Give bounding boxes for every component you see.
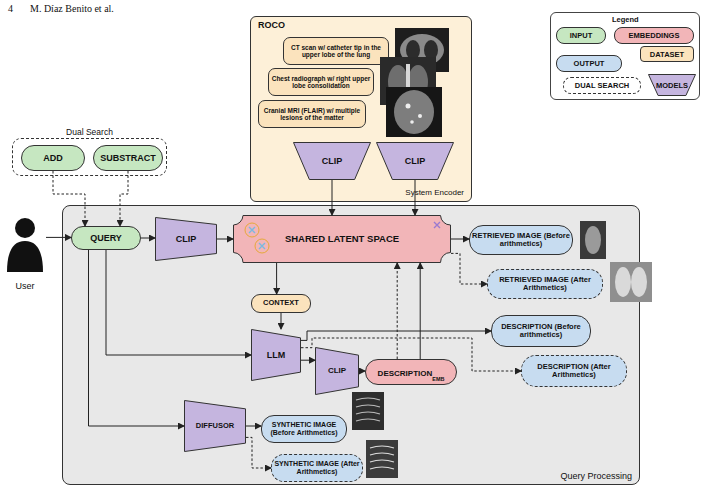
node-label: SYNTHETIC IMAGE (Before Arithmetics): [264, 421, 344, 437]
node-label: Chest radiograph w/ right upper lobe con…: [271, 75, 371, 90]
legend-sample: MODELS: [648, 74, 696, 96]
context-box: CONTEXT: [251, 294, 311, 313]
trapezoid: [185, 401, 246, 452]
dataset-container: ROCO System Encoder CT scan w/ catheter ti…: [250, 16, 472, 202]
language-model: LLM: [251, 329, 301, 381]
node-label: User: [4, 281, 46, 291]
legend-swatch: OUTPUT: [556, 55, 622, 72]
encoder-model: CLIP: [376, 142, 454, 180]
node-label: RETRIEVED IMAGE (Before arithmetics): [472, 232, 570, 249]
embedding-box: DESCRIPTIONEMB: [365, 359, 457, 385]
notched-rectangle: [234, 216, 451, 263]
input-box: QUERY: [71, 226, 141, 250]
input-box: ADD: [21, 145, 85, 171]
trapezoid: [649, 75, 696, 96]
legend-sample: DUAL SEARCH: [563, 77, 641, 94]
node-label: ROCO: [258, 20, 285, 30]
node-label: CONTEXT: [263, 299, 299, 307]
node-label: Query Processing: [560, 471, 632, 481]
legend-label: DATASET: [650, 50, 684, 59]
shape-outline: [4, 214, 46, 292]
node-label: CLIP: [405, 156, 426, 166]
node-label: SYNTHETIC IMAGE (After Arithmetics): [274, 460, 360, 476]
node-label: DIFFUSOR: [196, 422, 234, 430]
node-label: DESCRIPTION (Before arithmetics): [494, 323, 588, 340]
node-label: LLM: [267, 350, 286, 360]
encoder-model: CLIP: [293, 142, 371, 180]
node-label: DESCRIPTION: [378, 369, 433, 378]
user-body: [7, 241, 43, 272]
node-label: SUBSTRACT: [100, 153, 156, 163]
node-label: CLIP: [328, 367, 346, 376]
processing-container: Query Processing QUERY CLIP SHARED LATENT S…: [62, 205, 640, 485]
node-label: Dual Search: [13, 128, 166, 138]
dual-search-group: Dual SearchADDSUBSTRACT: [12, 138, 167, 176]
subscript-label: EMB: [432, 376, 444, 382]
output-box: SYNTHETIC IMAGE (After Arithmetics): [271, 454, 363, 482]
caption-box: Chest radiograph w/ right upper lobe con…: [268, 68, 374, 96]
node-label: SHARED LATENT SPACE: [285, 234, 399, 245]
output-box: RETRIEVED IMAGE (After Arithmetics): [487, 269, 603, 299]
legend-label: DUAL SEARCH: [575, 81, 629, 90]
embedding-space: SHARED LATENT SPACE: [233, 215, 451, 263]
legend-title: Legend: [612, 15, 639, 24]
caption-box: CT scan w/ catheter tip in the upper lob…: [283, 37, 389, 65]
output-box: DESCRIPTION (After Arithmetics): [521, 355, 627, 387]
user-head: [15, 218, 35, 238]
node-label: CLIP: [322, 156, 343, 166]
trapezoid: [316, 348, 359, 395]
legend-label: MODELS: [656, 81, 688, 90]
encoder-model: CLIP: [315, 347, 359, 395]
encoder-model: CLIP: [155, 217, 217, 261]
input-box: SUBSTRACT: [93, 145, 163, 171]
output-box: SYNTHETIC IMAGE (Before Arithmetics): [261, 415, 347, 443]
node-label: DESCRIPTION (After Arithmetics): [524, 363, 624, 380]
trapezoid: [156, 218, 217, 261]
running-header: M. Díaz Benito et al.: [30, 3, 114, 14]
user-icon: User: [4, 214, 46, 292]
legend-swatch: INPUT: [556, 27, 606, 44]
node-label: Cranial MRI (FLAIR) w/ multiple lesions …: [261, 107, 363, 122]
trapezoid: [377, 143, 454, 180]
output-box: DESCRIPTION (Before arithmetics): [491, 315, 591, 347]
legend-label: INPUT: [570, 31, 593, 40]
node-label: QUERY: [90, 233, 122, 243]
diffusion-model: DIFFUSOR: [184, 400, 246, 452]
node-label: CT scan w/ catheter tip in the upper lob…: [286, 44, 386, 59]
legend-label: EMBEDDINGS: [629, 31, 680, 40]
text-group: DESCRIPTIONEMB: [378, 362, 445, 381]
node-label: CLIP: [176, 234, 197, 244]
trapezoid: [252, 330, 301, 381]
caption-box: Cranial MRI (FLAIR) w/ multiple lesions …: [258, 100, 366, 128]
legend-swatch: DATASET: [640, 46, 694, 62]
output-box: RETRIEVED IMAGE (Before arithmetics): [469, 225, 573, 255]
legend-swatch: EMBEDDINGS: [614, 27, 694, 44]
node-label: ADD: [43, 153, 63, 163]
node-label: System Encoder: [405, 189, 464, 198]
trapezoid: [294, 143, 371, 180]
page-number: 4: [8, 3, 13, 14]
node-label: RETRIEVED IMAGE (After Arithmetics): [490, 276, 600, 293]
legend-label: OUTPUT: [574, 59, 605, 68]
